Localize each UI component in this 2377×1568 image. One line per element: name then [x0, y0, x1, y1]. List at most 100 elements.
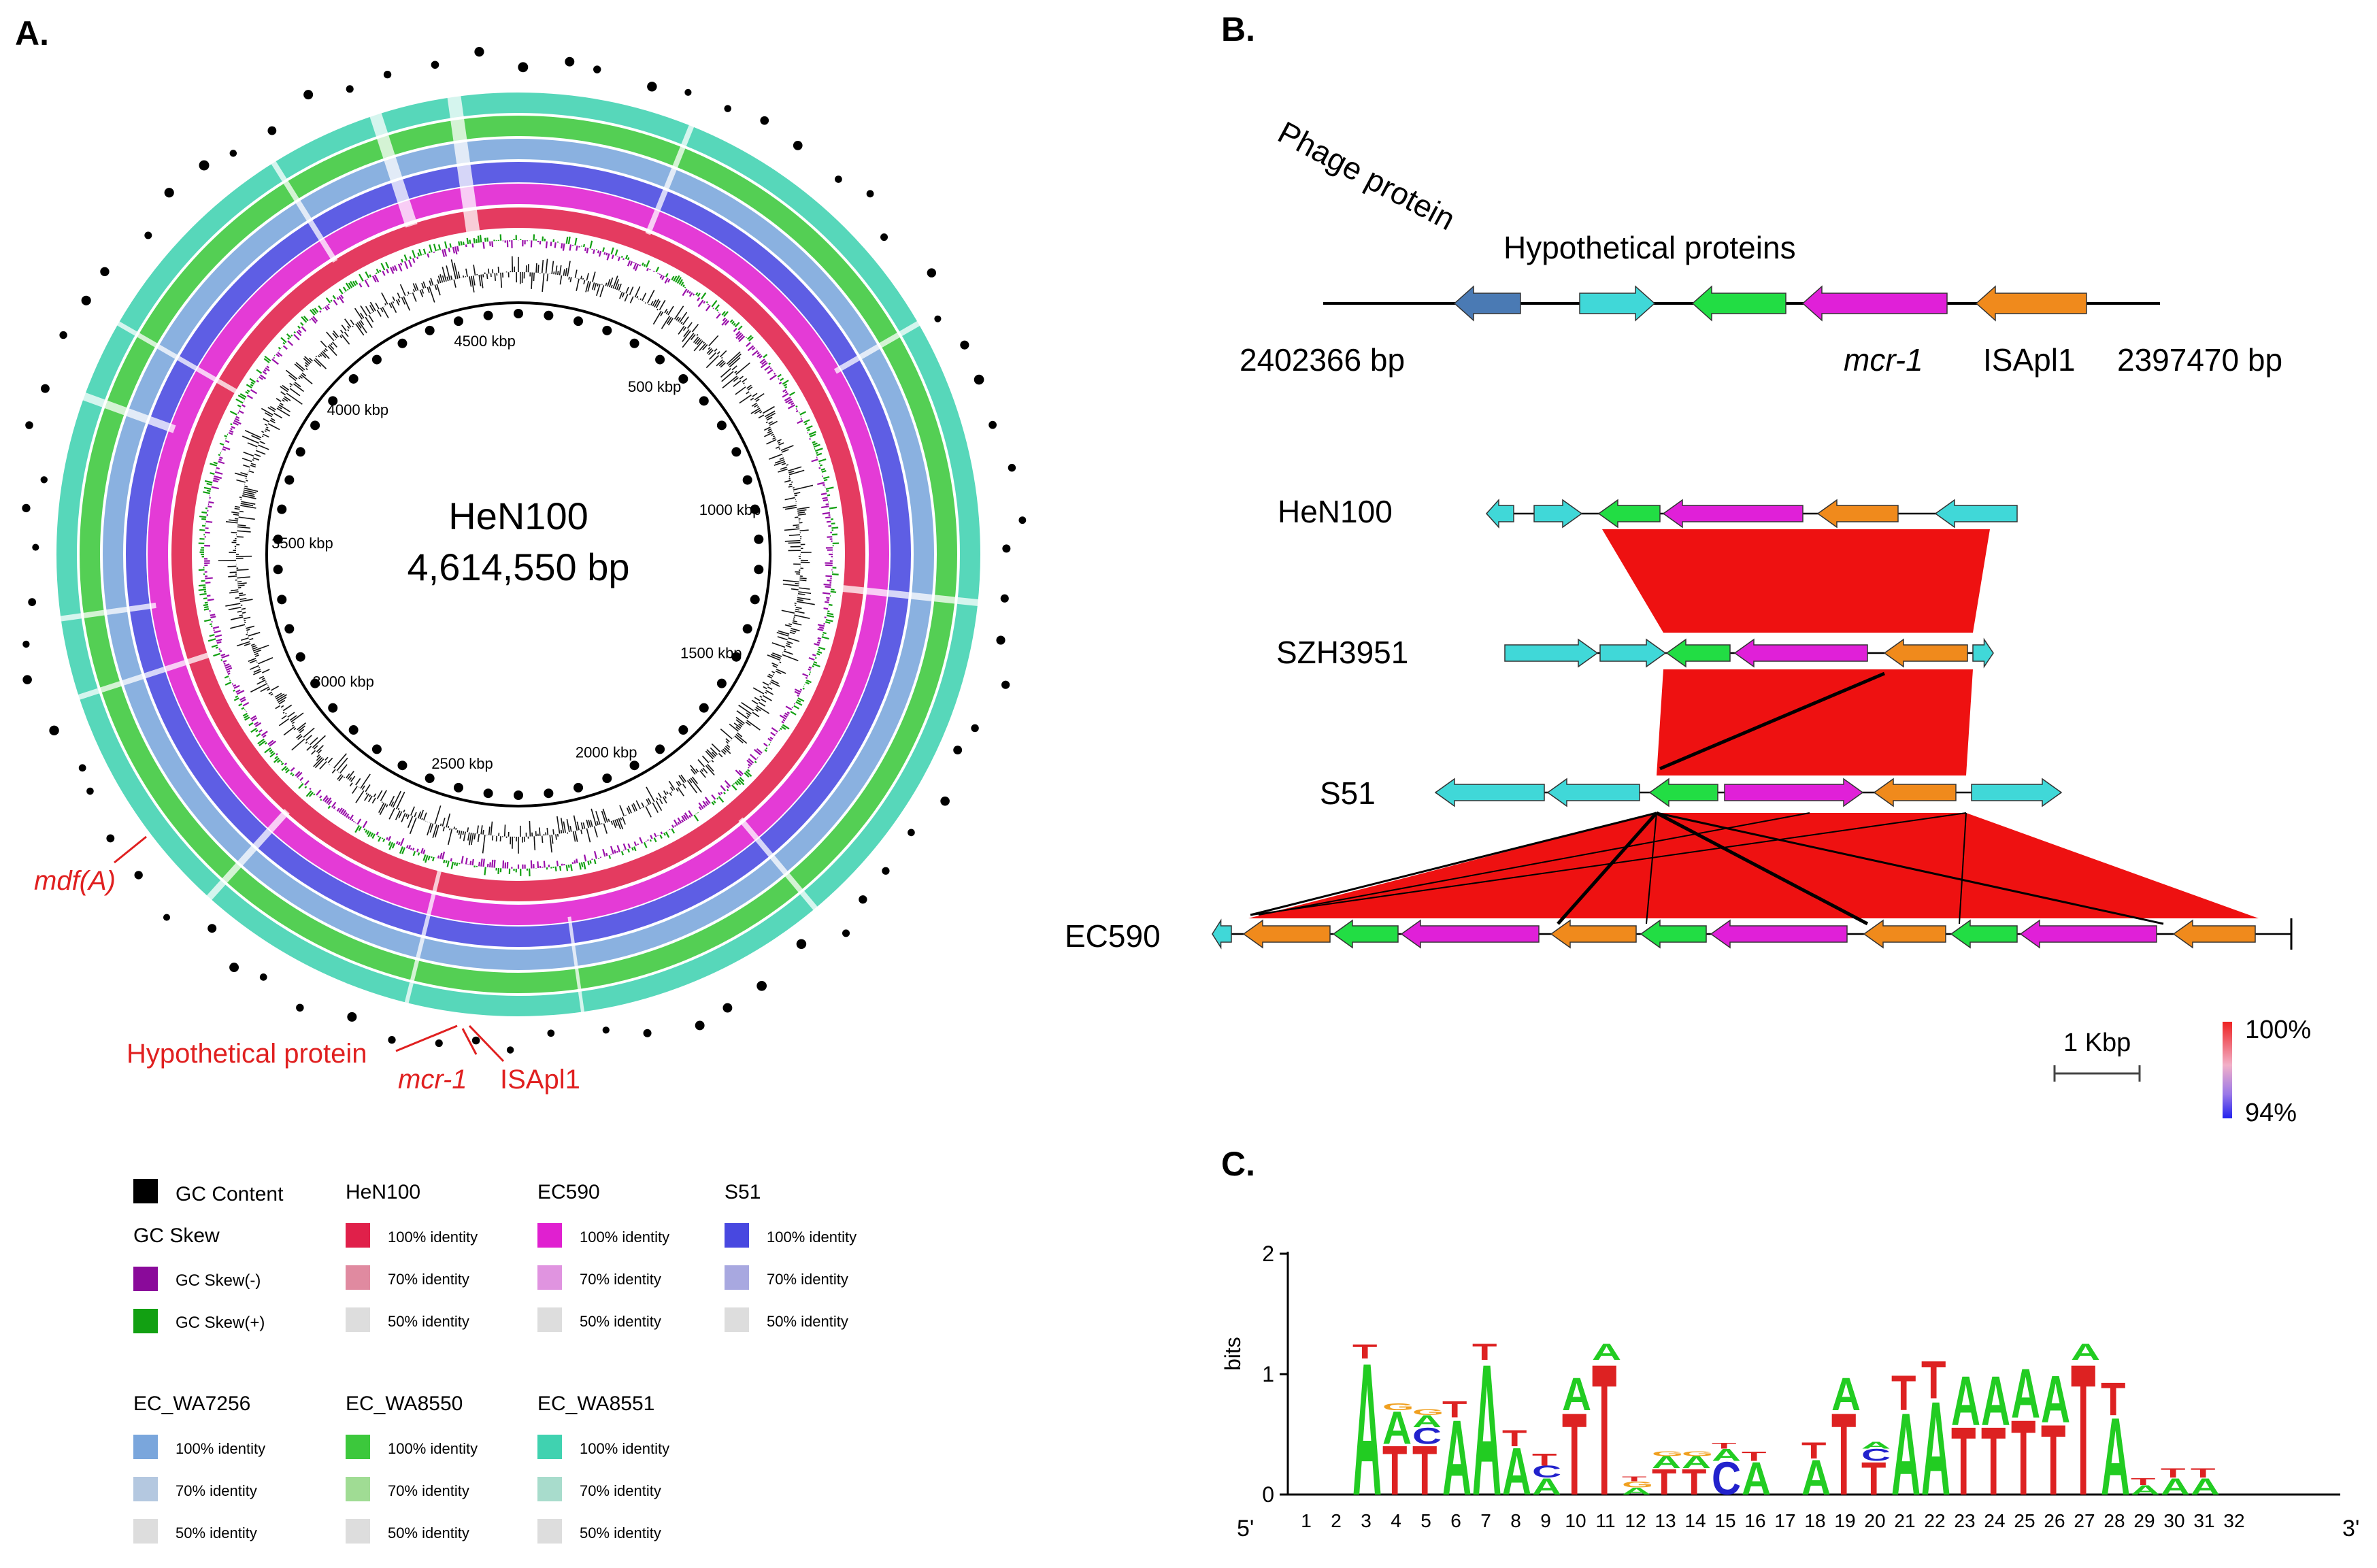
five-prime-label: 5'	[1237, 1516, 1254, 1541]
logo-letter-c: C	[1532, 1463, 1561, 1481]
outer-marker-dot	[565, 56, 575, 67]
outer-marker-dot	[880, 233, 888, 241]
position-label: 12	[1625, 1510, 1646, 1531]
logo-letter-c: C	[1861, 1446, 1891, 1464]
logo-letter-t: T	[1382, 1431, 1407, 1509]
outer-marker-dot	[1000, 594, 1009, 603]
kbp-tick-dot	[328, 396, 338, 406]
kbp-tick-dot	[574, 316, 584, 327]
position-label: 4	[1391, 1510, 1401, 1531]
hypothetical-label: Hypothetical protein	[127, 1039, 367, 1069]
position-label: 7	[1480, 1510, 1491, 1531]
phage-protein-label: Phage protein	[1272, 114, 1461, 237]
logo-letter-g: G	[1412, 1407, 1444, 1417]
legend-item-label: 50% identity	[580, 1313, 661, 1330]
outer-marker-dot	[25, 421, 33, 429]
position-label: 32	[2223, 1510, 2244, 1531]
outer-marker-dot	[796, 939, 807, 949]
panel-c-label: C.	[1221, 1145, 1255, 1183]
logo-letter-t: T	[1951, 1407, 1976, 1516]
position-label: 2	[1331, 1510, 1342, 1531]
start-coordinate: 2402366 bp	[1240, 342, 1405, 378]
legend-item-label: 100% identity	[580, 1229, 669, 1246]
kbp-tick-dot	[629, 338, 639, 348]
kbp-tick-dot	[699, 703, 709, 713]
ring-ec-wa8550	[80, 116, 957, 993]
logo-letter-a: A	[1532, 1474, 1561, 1500]
similarity-block	[1602, 529, 1990, 633]
kbp-tick-dot	[371, 354, 382, 365]
outer-marker-dot	[229, 963, 239, 973]
legend-swatch	[725, 1223, 749, 1248]
logo-letter-t: T	[1532, 1450, 1557, 1469]
kbp-tick-dot	[602, 325, 612, 335]
outer-marker-dot	[229, 150, 237, 157]
outer-marker-dot	[842, 929, 850, 937]
position-label: 21	[1894, 1510, 1915, 1531]
kbp-tick-dot	[602, 773, 612, 784]
strain-label-s51: S51	[1320, 775, 1376, 811]
outer-marker-dot	[388, 1036, 396, 1044]
legend-item-label: 70% identity	[580, 1271, 661, 1288]
mcr1-gene	[1724, 778, 1864, 807]
identity-color-scale	[2223, 1022, 2232, 1118]
outer-marker-dot	[383, 70, 392, 79]
kbp-tick-dot	[754, 565, 764, 575]
mcr1-gene	[1733, 638, 1868, 668]
gc-skew-neg-swatch	[133, 1267, 158, 1291]
mcr1-gene-label: mcr-1	[1844, 342, 1923, 378]
outer-marker-dot	[86, 787, 94, 795]
kbp-tick-label: 2000 kbp	[576, 744, 637, 761]
legend-swatch	[346, 1307, 370, 1332]
kbp-tick-dot	[371, 744, 382, 754]
hypothetical-gene	[1972, 637, 1994, 669]
logo-letter-a: A	[1382, 1402, 1412, 1454]
outer-marker-dot	[471, 1036, 480, 1045]
logo-letter-a: A	[1861, 1440, 1891, 1451]
outer-marker-dot	[164, 188, 174, 198]
outer-marker-dot	[953, 746, 963, 755]
outer-marker-dot	[32, 544, 39, 551]
position-label: 26	[2044, 1510, 2065, 1531]
logo-letter-g: G	[1682, 1450, 1713, 1458]
logo-letter-t: T	[1562, 1389, 1586, 1520]
inversion-link	[1258, 812, 1810, 916]
logo-letter-a: A	[1712, 1446, 1741, 1464]
kbp-tick-dot	[483, 788, 493, 799]
position-label: 9	[1540, 1510, 1551, 1531]
outer-marker-dot	[547, 1029, 555, 1037]
position-label: 5	[1420, 1510, 1431, 1531]
kbp-tick-dot	[425, 325, 435, 335]
legend-swatch	[537, 1223, 562, 1248]
outer-marker-dot	[940, 796, 950, 806]
ring-gap	[369, 112, 418, 228]
position-label: 23	[1954, 1510, 1975, 1531]
logo-letter-t: T	[1472, 1339, 1497, 1365]
logo-letter-t: T	[1412, 1431, 1437, 1509]
kbp-tick-dot	[742, 624, 752, 634]
gc-skew-track	[198, 234, 840, 877]
position-label: 15	[1714, 1510, 1735, 1531]
legend-item-label: 70% identity	[767, 1271, 848, 1288]
position-label: 24	[1984, 1510, 2005, 1531]
outer-marker-dot	[259, 973, 267, 981]
legend-group-title: EC590	[537, 1181, 600, 1203]
logo-letter-t: T	[2191, 1466, 2215, 1481]
logo-letter-t: T	[1352, 1340, 1378, 1363]
ring-gap	[567, 916, 585, 1013]
isapl1-gene	[1863, 919, 1946, 949]
legend-item-label: 100% identity	[580, 1440, 669, 1457]
outer-marker-dot	[431, 61, 439, 69]
position-label: 10	[1565, 1510, 1586, 1531]
logo-letter-t: T	[2131, 1476, 2156, 1487]
ring-gap	[645, 124, 695, 235]
hypothetical-gene	[1597, 499, 1661, 529]
outer-marker-dot	[22, 675, 32, 684]
outer-marker-dot	[684, 88, 692, 96]
isapl1-gene	[1975, 285, 2087, 322]
kbp-tick-dot	[742, 475, 752, 485]
kbp-tick-dot	[544, 310, 554, 320]
